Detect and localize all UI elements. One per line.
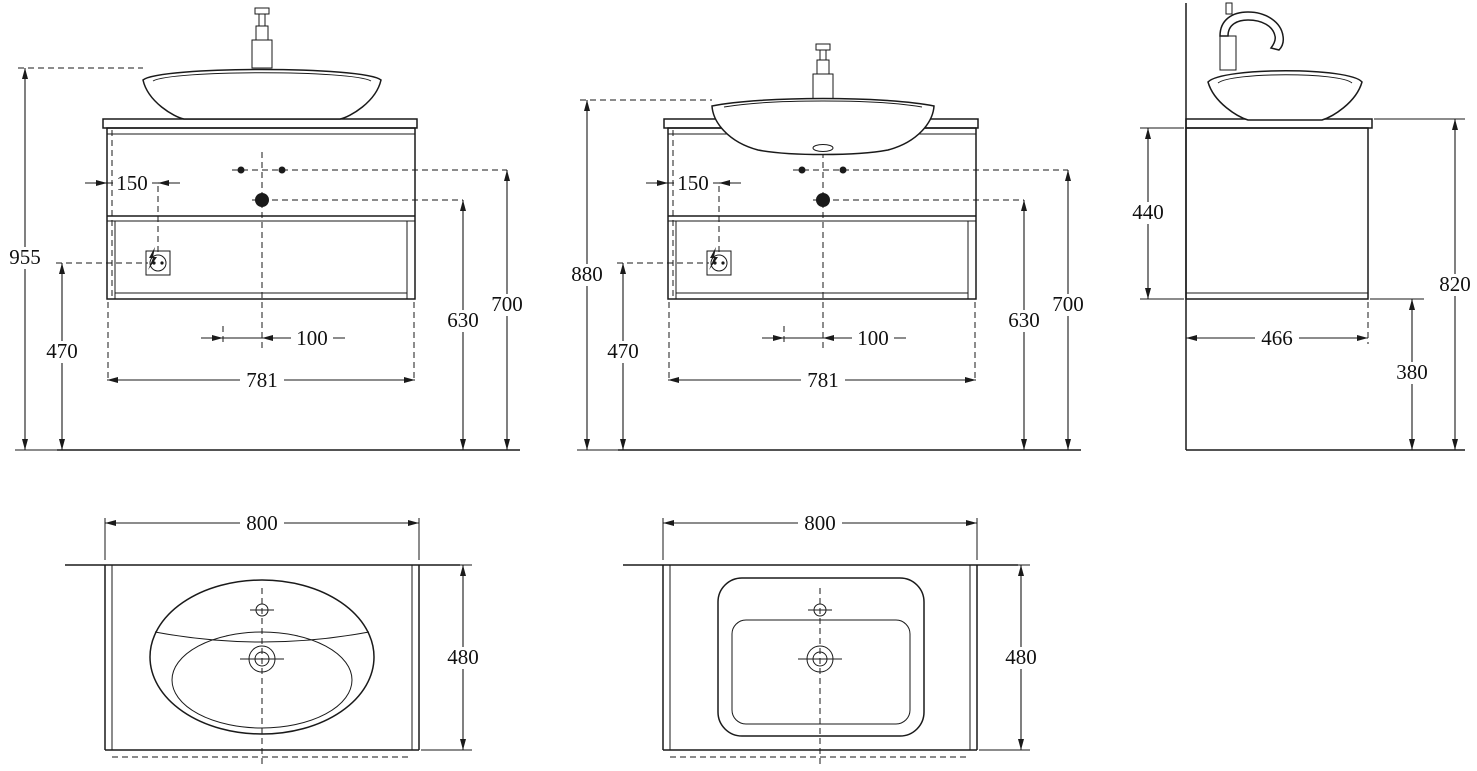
- dim-955-label: 955: [9, 245, 41, 269]
- dim-440-label: 440: [1132, 200, 1164, 224]
- dim-880: 880: [565, 99, 712, 451]
- front-unit-left: [40, 119, 529, 450]
- semi-recessed-basin: [711, 97, 935, 156]
- dim-380: 380: [1370, 298, 1434, 450]
- plan-view-right: [623, 511, 1043, 766]
- side-view: 440 466 380 820: [1126, 2, 1477, 451]
- dim-440: 440: [1126, 127, 1184, 300]
- oval-basin-plan: [149, 579, 375, 735]
- front-view-middle: 880: [565, 43, 1090, 451]
- rect-basin-plan: [717, 577, 925, 737]
- plan-unit-right: [623, 511, 1043, 766]
- dim-880-label: 880: [571, 262, 603, 286]
- dim-955: 955: [3, 67, 143, 451]
- vessel-basin: [142, 68, 382, 120]
- dim-466-label: 466: [1261, 326, 1293, 350]
- plan-view-left: [65, 511, 485, 766]
- faucet: [251, 7, 273, 69]
- dim-380-label: 380: [1396, 360, 1428, 384]
- dim-820: 820: [1374, 118, 1477, 450]
- front-unit-middle: [601, 119, 1090, 450]
- vessel-basin-side: [1207, 70, 1363, 121]
- front-view-left: 955: [3, 7, 529, 451]
- faucet: [812, 43, 834, 103]
- dim-820-label: 820: [1439, 272, 1471, 296]
- faucet-side: [1219, 2, 1284, 71]
- cabinet-side: [1185, 127, 1369, 300]
- dim-466: 466: [1186, 302, 1369, 350]
